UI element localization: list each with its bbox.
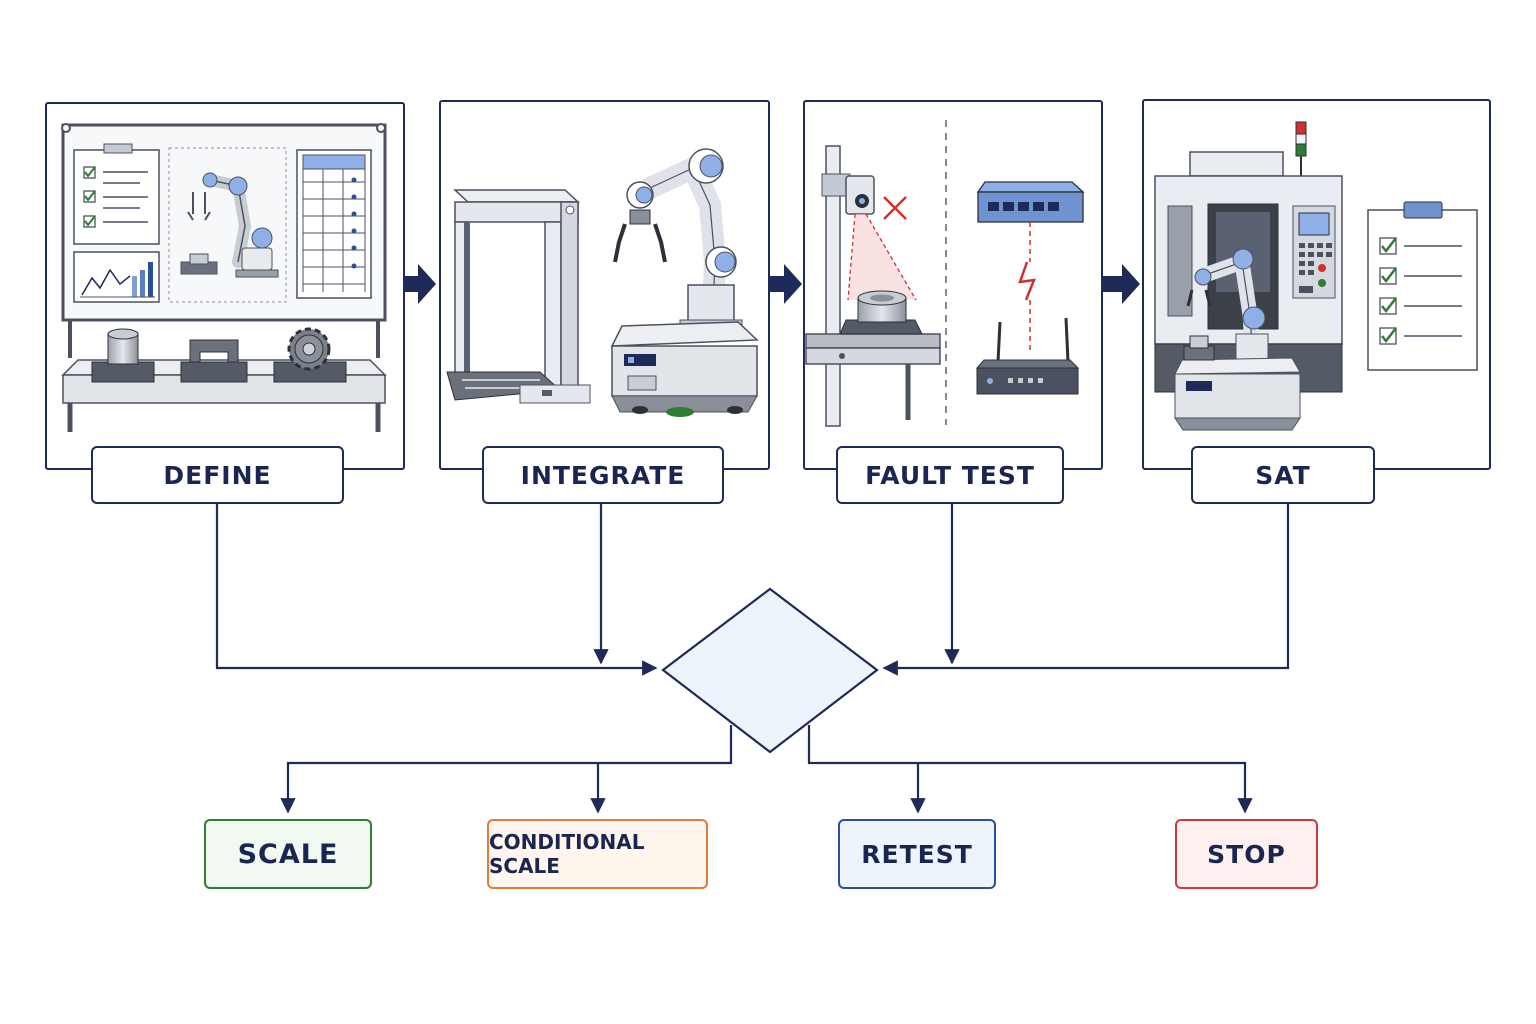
sat-robot-icon [1174,248,1301,431]
robot-arm-icon [168,147,287,303]
fixture-bracket-icon [180,339,248,383]
test-fixture [805,290,941,420]
trend-chart-icon [73,251,160,303]
clipboard-checklist-icon [73,143,160,245]
network-switch-icon [976,181,1085,223]
router-icon [975,317,1080,395]
stage-label-define: DEFINE [91,446,344,504]
conveyor-frame-icon [446,189,591,404]
outcome-retest: RETEST [838,819,996,889]
decision-diamond [661,587,879,754]
integrate-panel [439,100,770,470]
outcome-scale: SCALE [204,819,372,889]
outcome-connectors [280,725,1253,814]
decision-connectors [215,504,1290,676]
gear-icon [273,327,347,383]
define-panel [45,102,405,470]
outcome-conditional-scale: CONDITIONAL SCALE [487,819,708,889]
checklist-icon [1367,201,1478,371]
stack-light-icon [1295,121,1307,176]
stage-label-fault-test: FAULT TEST [836,446,1064,504]
spreadsheet-icon [296,149,372,299]
sat-panel [1142,99,1491,470]
fixture-block-icon [91,328,155,383]
arrow-fault-sat [1102,264,1140,304]
outcome-stop: STOP [1175,819,1318,889]
fault-test-panel [803,100,1103,470]
stage-arrows [404,264,1140,304]
planning-board [61,123,387,358]
mobile-robot-icon [610,148,759,417]
stage-label-integrate: INTEGRATE [482,446,724,504]
lightning-fault-icon [1018,222,1036,352]
workbench [61,327,387,432]
stage-label-sat: SAT [1191,446,1375,504]
arrow-define-integrate [404,264,436,304]
arrow-integrate-fault [770,264,802,304]
fault-x-icon [883,196,907,220]
